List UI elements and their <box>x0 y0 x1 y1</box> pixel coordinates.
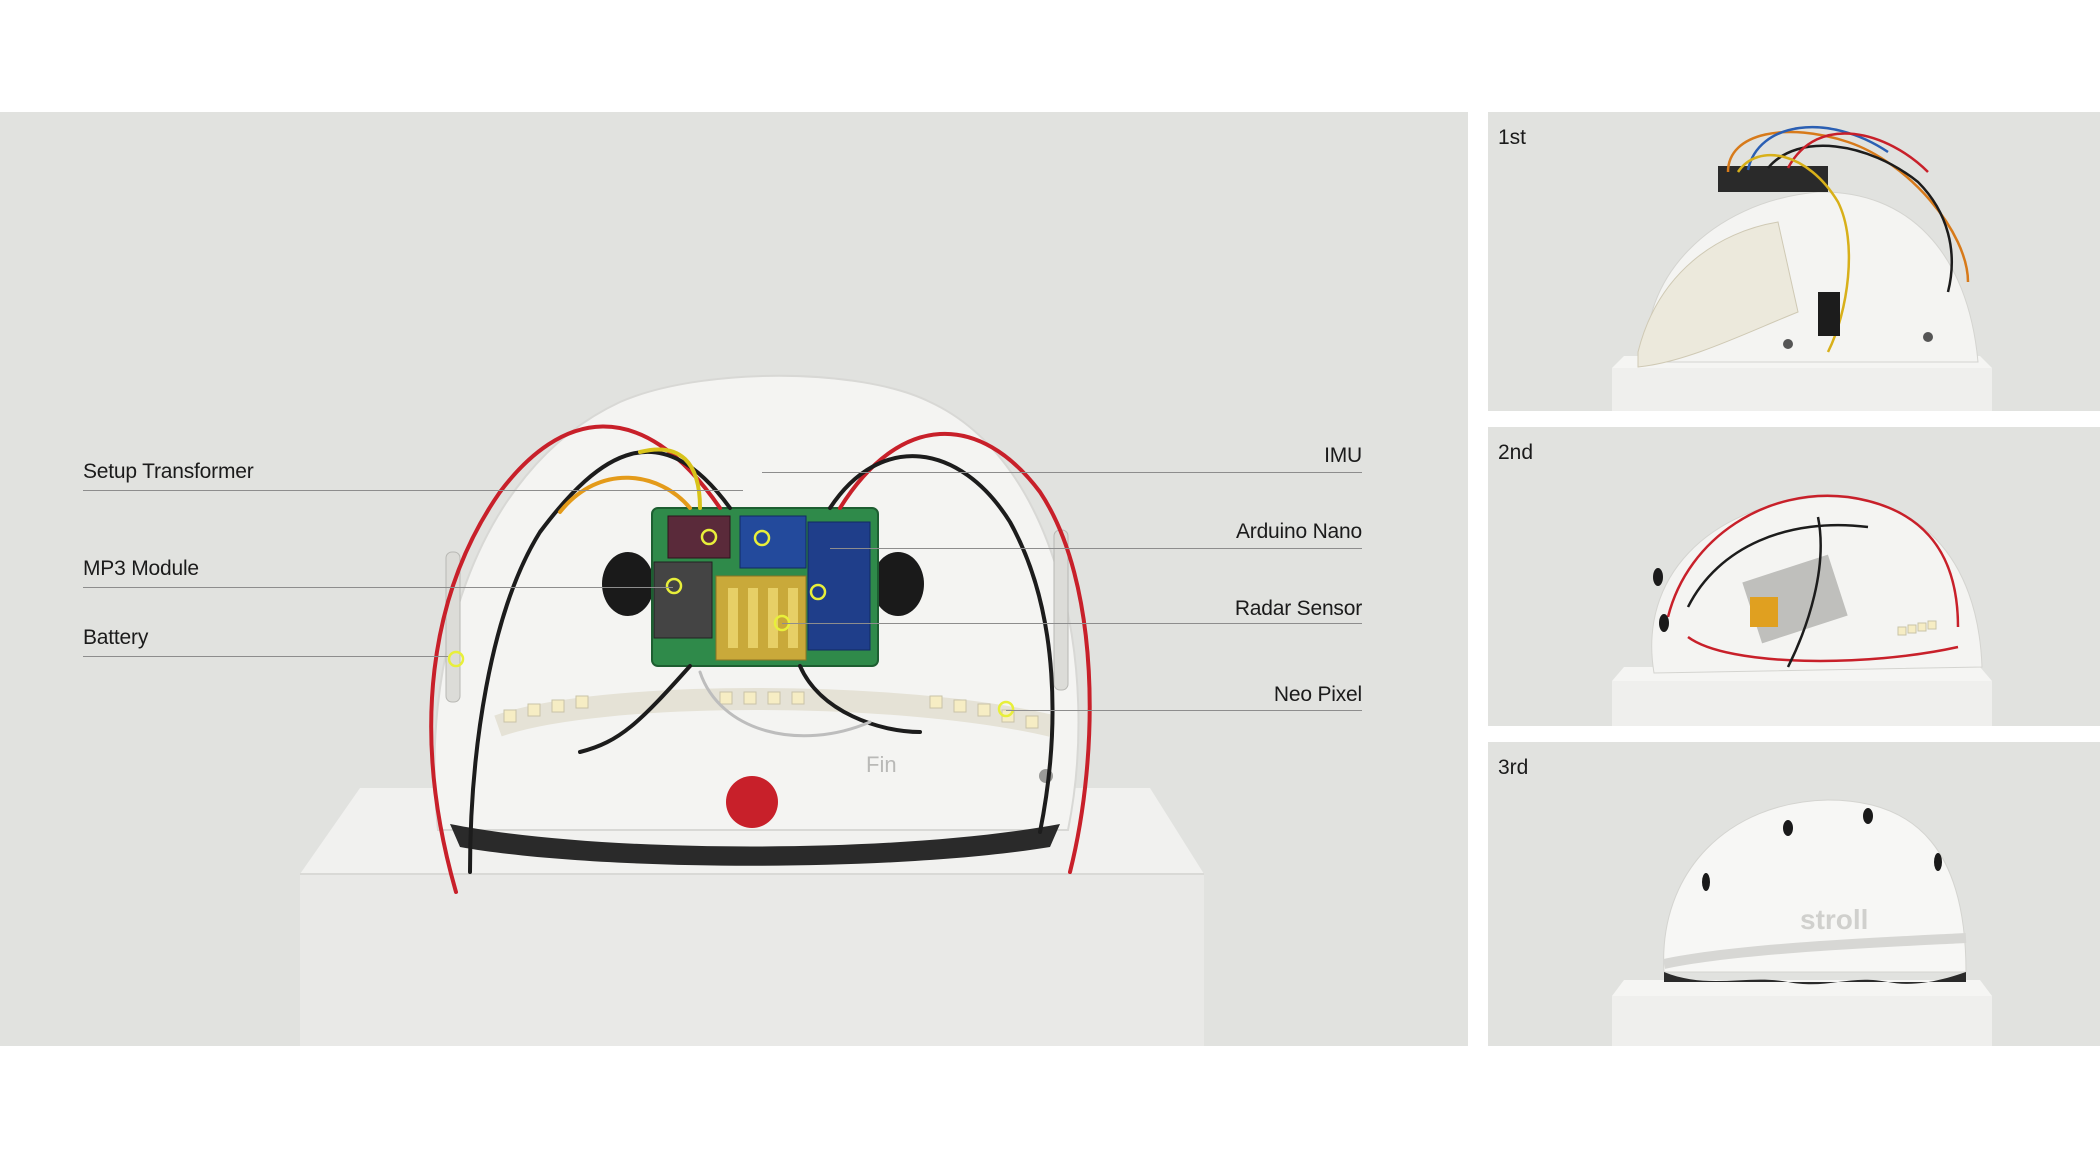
callout-line-arduino-nano <box>830 548 1362 549</box>
callout-line-mp3-module <box>83 587 673 588</box>
vent-hole-left <box>602 552 654 616</box>
thumbnail-3rd-prototype: 3rd stroll <box>1488 742 2100 1046</box>
callout-arduino-nano: Arduino Nano <box>1235 520 1362 543</box>
callout-line-neo-pixel <box>1006 710 1362 711</box>
mp3-module-board <box>653 561 713 639</box>
helmet-brand-logo: stroll <box>1800 904 1869 935</box>
callout-radar-sensor: Radar Sensor <box>1234 597 1362 620</box>
callout-setup-transformer: Setup Transformer <box>83 460 254 483</box>
adjust-knob <box>726 776 778 828</box>
helmet-rim <box>450 824 1060 866</box>
wire-orange <box>558 475 692 514</box>
thumbnail-label-2nd: 2nd <box>1498 441 1534 464</box>
thumbnail-label-3rd: 3rd <box>1498 756 1529 779</box>
callout-mp3-module: MP3 Module <box>83 557 199 580</box>
battery-pack-right <box>1053 529 1069 691</box>
transformer-board <box>667 515 731 559</box>
callout-line-battery <box>83 656 448 657</box>
thumbnail-2nd-prototype: 2nd <box>1488 427 2100 726</box>
prototype-1-illustration <box>1612 125 1992 411</box>
thumbnail-1st-prototype: 1st <box>1488 112 2100 411</box>
callout-line-radar-sensor <box>782 623 1362 624</box>
wire-black-left <box>468 450 732 874</box>
wire-black-right <box>828 454 1055 834</box>
wire-yellow <box>638 447 702 510</box>
prototype-2-illustration <box>1612 494 1992 726</box>
battery-pack-left <box>445 551 461 703</box>
callout-imu: IMU <box>1324 444 1362 467</box>
callout-line-imu <box>762 472 1362 473</box>
prototype-3-illustration <box>1612 799 1992 1046</box>
callout-line-setup-transformer <box>83 490 743 491</box>
vent-hole-right <box>872 552 924 616</box>
callout-neo-pixel: Neo Pixel <box>1273 683 1362 706</box>
main-photo: Fin Setup Transformer MP3 Module Battery… <box>0 112 1468 1046</box>
pedestal-front <box>300 874 1204 1046</box>
helmet-prototype-illustration <box>300 374 1204 1046</box>
imu-board <box>739 515 807 569</box>
wire-red-left <box>429 424 722 894</box>
callout-battery: Battery <box>83 626 149 649</box>
helmet-logo-text: Fin <box>866 752 897 777</box>
thumbnail-label-1st: 1st <box>1498 126 1527 149</box>
wire-red-right <box>838 432 1092 874</box>
